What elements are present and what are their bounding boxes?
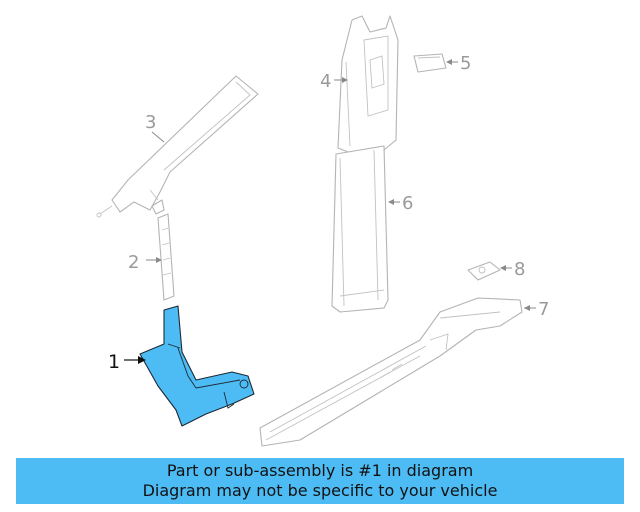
part-7-sill-plate xyxy=(259,297,523,447)
callout-2: 2 xyxy=(128,252,139,273)
leader-lines xyxy=(124,59,536,364)
callout-4: 4 xyxy=(320,71,331,92)
callout-7: 7 xyxy=(538,299,549,320)
part-1-kick-panel xyxy=(139,305,255,427)
part-8-bracket xyxy=(467,261,501,281)
part-1-shape xyxy=(139,305,255,427)
part-6-b-pillar-lower xyxy=(331,145,389,313)
part-5-clip xyxy=(413,53,447,73)
banner-line-1: Part or sub-assembly is #1 in diagram xyxy=(166,461,474,480)
callout-3: 3 xyxy=(145,112,156,133)
callout-5: 5 xyxy=(460,53,471,74)
callout-8: 8 xyxy=(514,259,525,280)
part-4-b-pillar-upper xyxy=(337,15,399,153)
banner-line-2: Diagram may not be specific to your vehi… xyxy=(142,481,498,500)
part-3-a-pillar-trim xyxy=(96,75,259,218)
callout-1: 1 xyxy=(108,351,120,373)
info-banner: Part or sub-assembly is #1 in diagram Di… xyxy=(16,458,624,504)
part-2-trim-strip xyxy=(157,213,175,301)
callout-6: 6 xyxy=(402,193,413,214)
